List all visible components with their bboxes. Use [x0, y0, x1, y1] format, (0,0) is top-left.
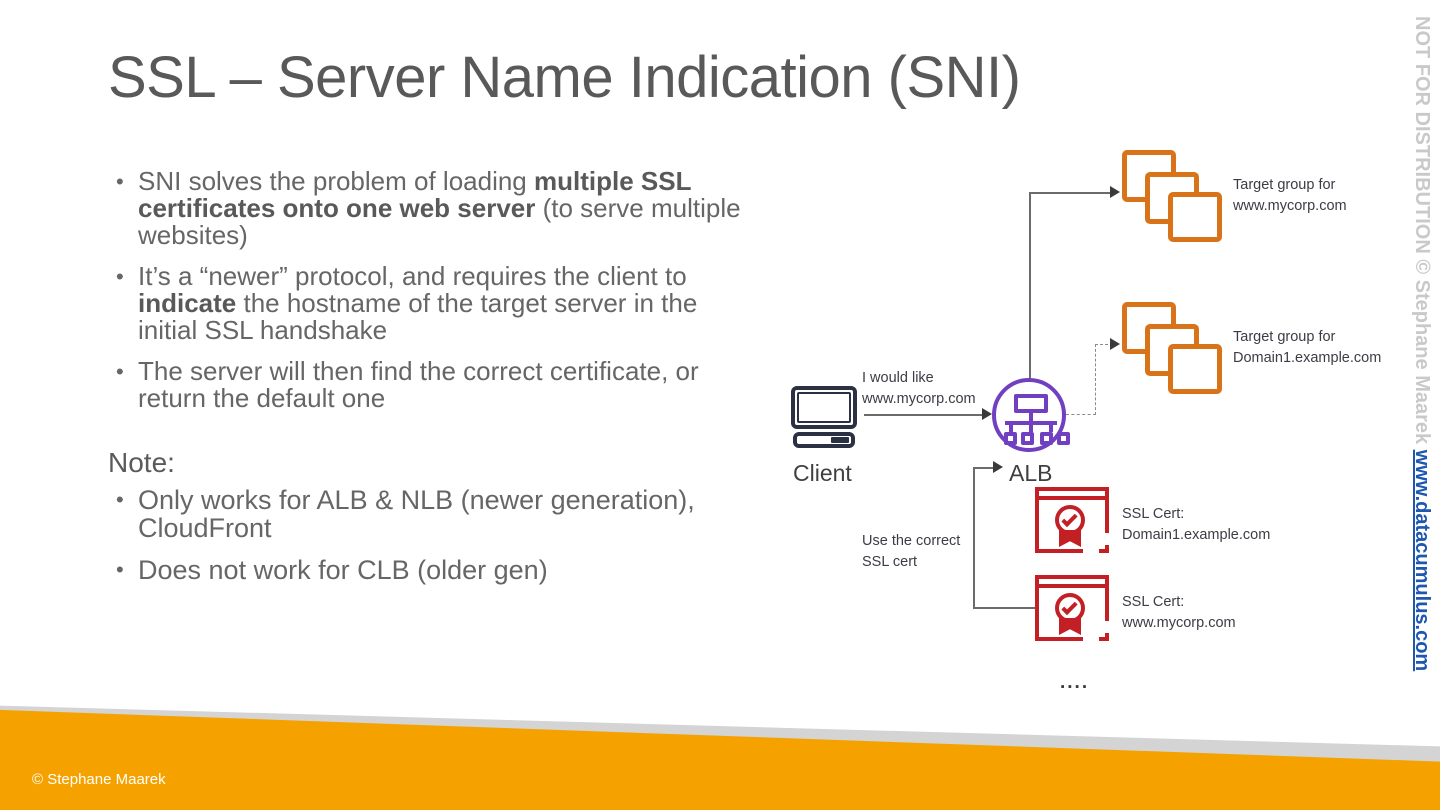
- ssl-certificate-icon-2: [1035, 575, 1111, 643]
- connector-alb-to-target-group-2-h2: [1095, 344, 1113, 345]
- connector-alb-to-target-group-1-h: [1029, 192, 1112, 194]
- client-computer-icon: [791, 386, 857, 448]
- bullet-text: Does not work for CLB (older gen): [138, 555, 548, 585]
- connector-client-to-alb: [864, 414, 984, 416]
- connector-alb-to-target-group-1: [1029, 192, 1031, 380]
- page-title: SSL – Server Name Indication (SNI): [108, 45, 1021, 110]
- watermark-link[interactable]: www.datacumulus.com: [1411, 449, 1433, 672]
- connector-alb-to-target-group-2-v: [1095, 344, 1096, 415]
- bullet-marker: •: [116, 264, 124, 289]
- client-label: Client: [793, 460, 852, 486]
- bullet-marker: •: [116, 487, 124, 512]
- watermark: NOT FOR DISTRIBUTION © Stephane Maarek w…: [1401, 0, 1440, 810]
- bullet-marker: •: [116, 359, 124, 384]
- connector-cert-elbow-vertical: [973, 467, 975, 607]
- arrowhead-alb: [982, 408, 992, 420]
- list-item: • Does not work for CLB (older gen): [108, 556, 758, 584]
- list-item: • It’s a “newer” protocol, and requires …: [108, 263, 758, 344]
- list-item: • Only works for ALB & NLB (newer genera…: [108, 486, 758, 542]
- connector-cert-elbow-bottom: [973, 607, 1035, 609]
- target-group-icon-1: [1122, 150, 1222, 242]
- ssl-certificate-icon-1: [1035, 487, 1111, 555]
- note-heading: Note:: [108, 447, 175, 478]
- list-item: • The server will then find the correct …: [108, 358, 758, 412]
- arrowhead-alb-cert: [993, 461, 1003, 473]
- bullet-text: Only works for ALB & NLB (newer generati…: [138, 485, 695, 543]
- footer-copyright: © Stephane Maarek: [32, 771, 166, 788]
- list-item: • SNI solves the problem of loading mult…: [108, 168, 758, 249]
- alb-icon: [992, 378, 1070, 452]
- bullet-list: • SNI solves the problem of loading mult…: [108, 168, 758, 598]
- watermark-notice: NOT FOR DISTRIBUTION © Stephane Maarek: [1411, 16, 1433, 450]
- connector-cert-elbow-top: [973, 467, 995, 469]
- alb-label: ALB: [1009, 460, 1053, 486]
- bullet-text: It’s a “newer” protocol, and requires th…: [138, 261, 698, 345]
- bullet-marker: •: [116, 169, 124, 194]
- connector-alb-to-target-group-2-h1: [1066, 414, 1096, 415]
- arrowhead-target-group-2: [1110, 338, 1120, 350]
- bullet-text: SNI solves the problem of loading multip…: [138, 166, 741, 250]
- bullet-marker: •: [116, 557, 124, 582]
- ssl-certificate-2-label: SSL Cert:www.mycorp.com: [1122, 594, 1236, 631]
- target-group-icon-2: [1122, 302, 1222, 394]
- ssl-certificate-1-label: SSL Cert:Domain1.example.com: [1122, 506, 1271, 543]
- ellipsis-label: ....: [1060, 672, 1090, 693]
- arrowhead-target-group-1: [1110, 186, 1120, 198]
- bullet-text: The server will then find the correct ce…: [138, 356, 699, 413]
